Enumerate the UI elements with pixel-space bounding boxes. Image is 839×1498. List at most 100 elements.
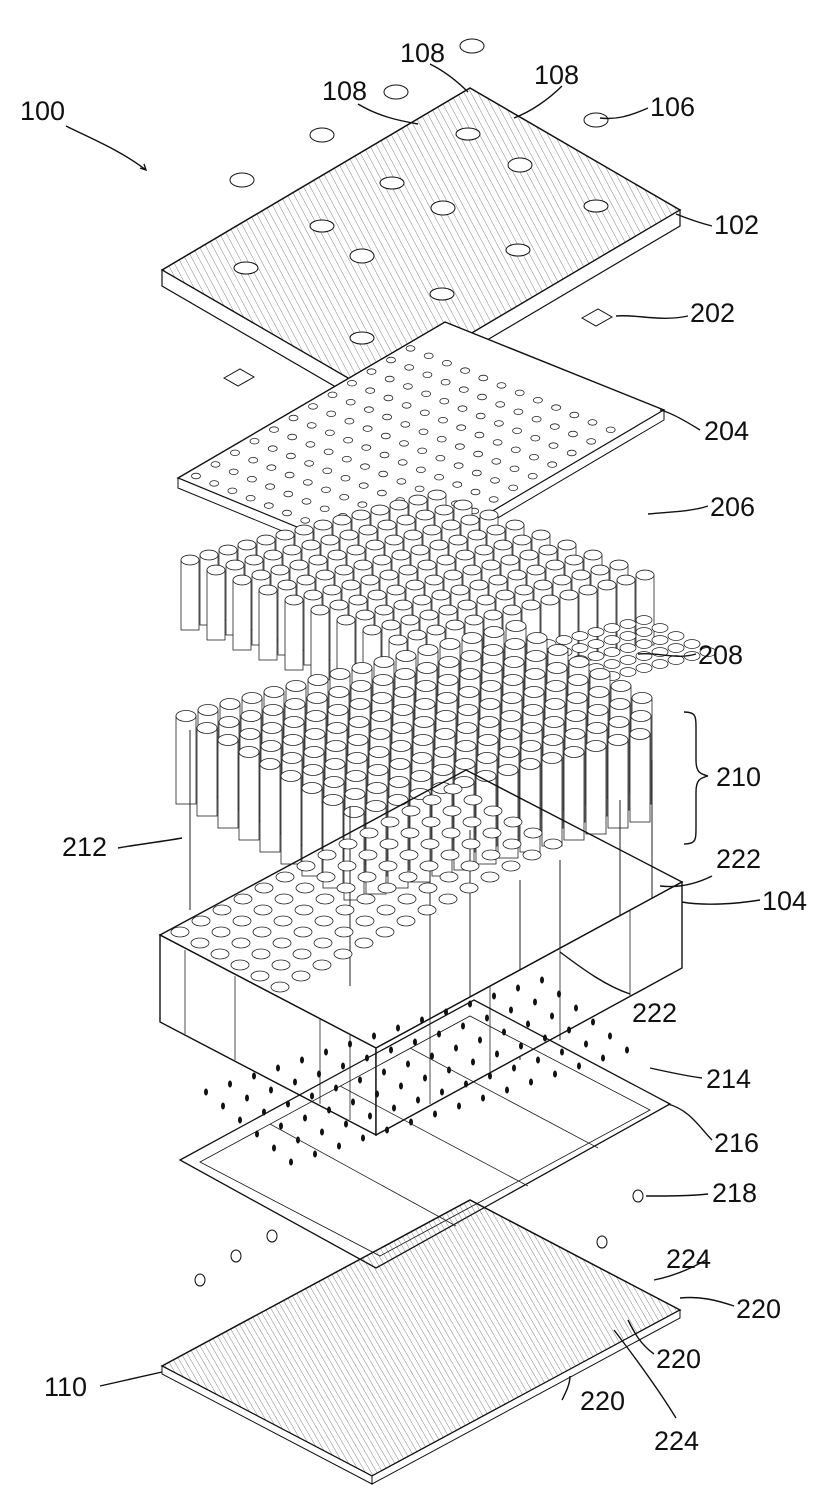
cell-top xyxy=(520,759,540,770)
cell-top xyxy=(368,590,386,600)
tray-cell xyxy=(253,927,271,937)
tray-cell xyxy=(418,905,436,915)
cell-top xyxy=(263,705,283,716)
cell-top xyxy=(239,747,259,758)
cell-top xyxy=(257,535,275,545)
tray-cell xyxy=(357,894,375,904)
pin xyxy=(423,1075,427,1082)
tray-cell xyxy=(355,938,373,948)
tray-cell xyxy=(294,927,312,937)
cell-top xyxy=(501,711,521,722)
cell-top xyxy=(366,801,386,812)
cell-top xyxy=(465,615,483,625)
tray-cell xyxy=(271,982,289,992)
cell-top xyxy=(461,651,481,662)
cell-top xyxy=(219,717,239,728)
cap-disk xyxy=(636,664,652,673)
cell-top xyxy=(525,669,545,680)
cell-top xyxy=(385,535,403,545)
cap-disk xyxy=(572,632,588,641)
cell-top xyxy=(285,699,305,710)
label-100: 100 xyxy=(20,96,65,126)
cell-top xyxy=(568,675,588,686)
cell-top xyxy=(444,570,462,580)
cell-top xyxy=(382,620,400,630)
cell-body xyxy=(520,764,540,852)
cell-top xyxy=(373,675,393,686)
cap-disk xyxy=(604,648,620,657)
cell-top xyxy=(434,747,454,758)
cap-disk xyxy=(668,644,684,653)
pin xyxy=(324,1049,328,1056)
cell-top xyxy=(372,693,392,704)
tray-cell xyxy=(359,850,377,860)
cell-top xyxy=(218,735,238,746)
cell-top xyxy=(477,753,497,764)
cell-top xyxy=(276,530,294,540)
cap-disk xyxy=(588,640,604,649)
pin xyxy=(252,1073,256,1080)
cell-top xyxy=(198,705,218,716)
cell-top xyxy=(506,520,524,530)
pin xyxy=(454,1045,458,1052)
pin xyxy=(533,999,537,1006)
cell-top xyxy=(220,699,240,710)
cell-top xyxy=(477,595,495,605)
tray-cell xyxy=(502,861,520,871)
cell-top xyxy=(303,765,323,776)
cell-top xyxy=(487,525,505,535)
cell-top xyxy=(598,580,616,590)
cell-top xyxy=(457,723,477,734)
pin xyxy=(433,1111,437,1118)
tray-cell xyxy=(251,971,269,981)
tray-cell xyxy=(171,927,189,937)
cell-top xyxy=(543,735,563,746)
cell-top xyxy=(370,729,390,740)
cell-top xyxy=(281,771,301,782)
label-104: 104 xyxy=(762,886,807,916)
cell-top xyxy=(546,681,566,692)
cell-top xyxy=(397,515,415,525)
cell-top xyxy=(414,717,434,728)
cell-top xyxy=(458,705,478,716)
label-110: 110 xyxy=(44,1372,87,1402)
cap-disk xyxy=(572,644,588,653)
pin xyxy=(382,1069,386,1076)
cell-top xyxy=(526,651,546,662)
cap-disk xyxy=(636,652,652,661)
cell-top xyxy=(430,540,448,550)
tray-cell xyxy=(233,916,251,926)
cell-top xyxy=(337,615,355,625)
cap-disk xyxy=(620,656,636,665)
cell-top xyxy=(494,540,512,550)
cell-top xyxy=(325,759,345,770)
label-220-right: 220 xyxy=(736,1294,781,1324)
cell-top xyxy=(499,747,519,758)
label-220-lower: 220 xyxy=(580,1386,625,1416)
tray-cell xyxy=(191,938,209,948)
cell-top xyxy=(617,575,635,585)
cell-top xyxy=(579,585,597,595)
tray-cell xyxy=(483,828,501,838)
tray-cell xyxy=(335,927,353,937)
cell-top xyxy=(340,530,358,540)
cell-top xyxy=(304,590,322,600)
cell-top xyxy=(539,545,557,555)
cell-top xyxy=(475,545,493,555)
pin xyxy=(430,1053,434,1060)
tray-cell xyxy=(231,960,249,970)
cell-top xyxy=(503,605,521,615)
label-206: 206 xyxy=(710,492,755,522)
cell-top xyxy=(462,633,482,644)
cell-top xyxy=(226,560,244,570)
tray-cell xyxy=(419,883,437,893)
tray-cell xyxy=(292,971,310,981)
cell-top xyxy=(496,590,514,600)
pin xyxy=(406,1061,410,1068)
cap-disk xyxy=(620,632,636,641)
cell-body xyxy=(176,716,196,804)
cell-top xyxy=(416,510,434,520)
cell-top xyxy=(460,669,480,680)
cell-top xyxy=(348,735,368,746)
